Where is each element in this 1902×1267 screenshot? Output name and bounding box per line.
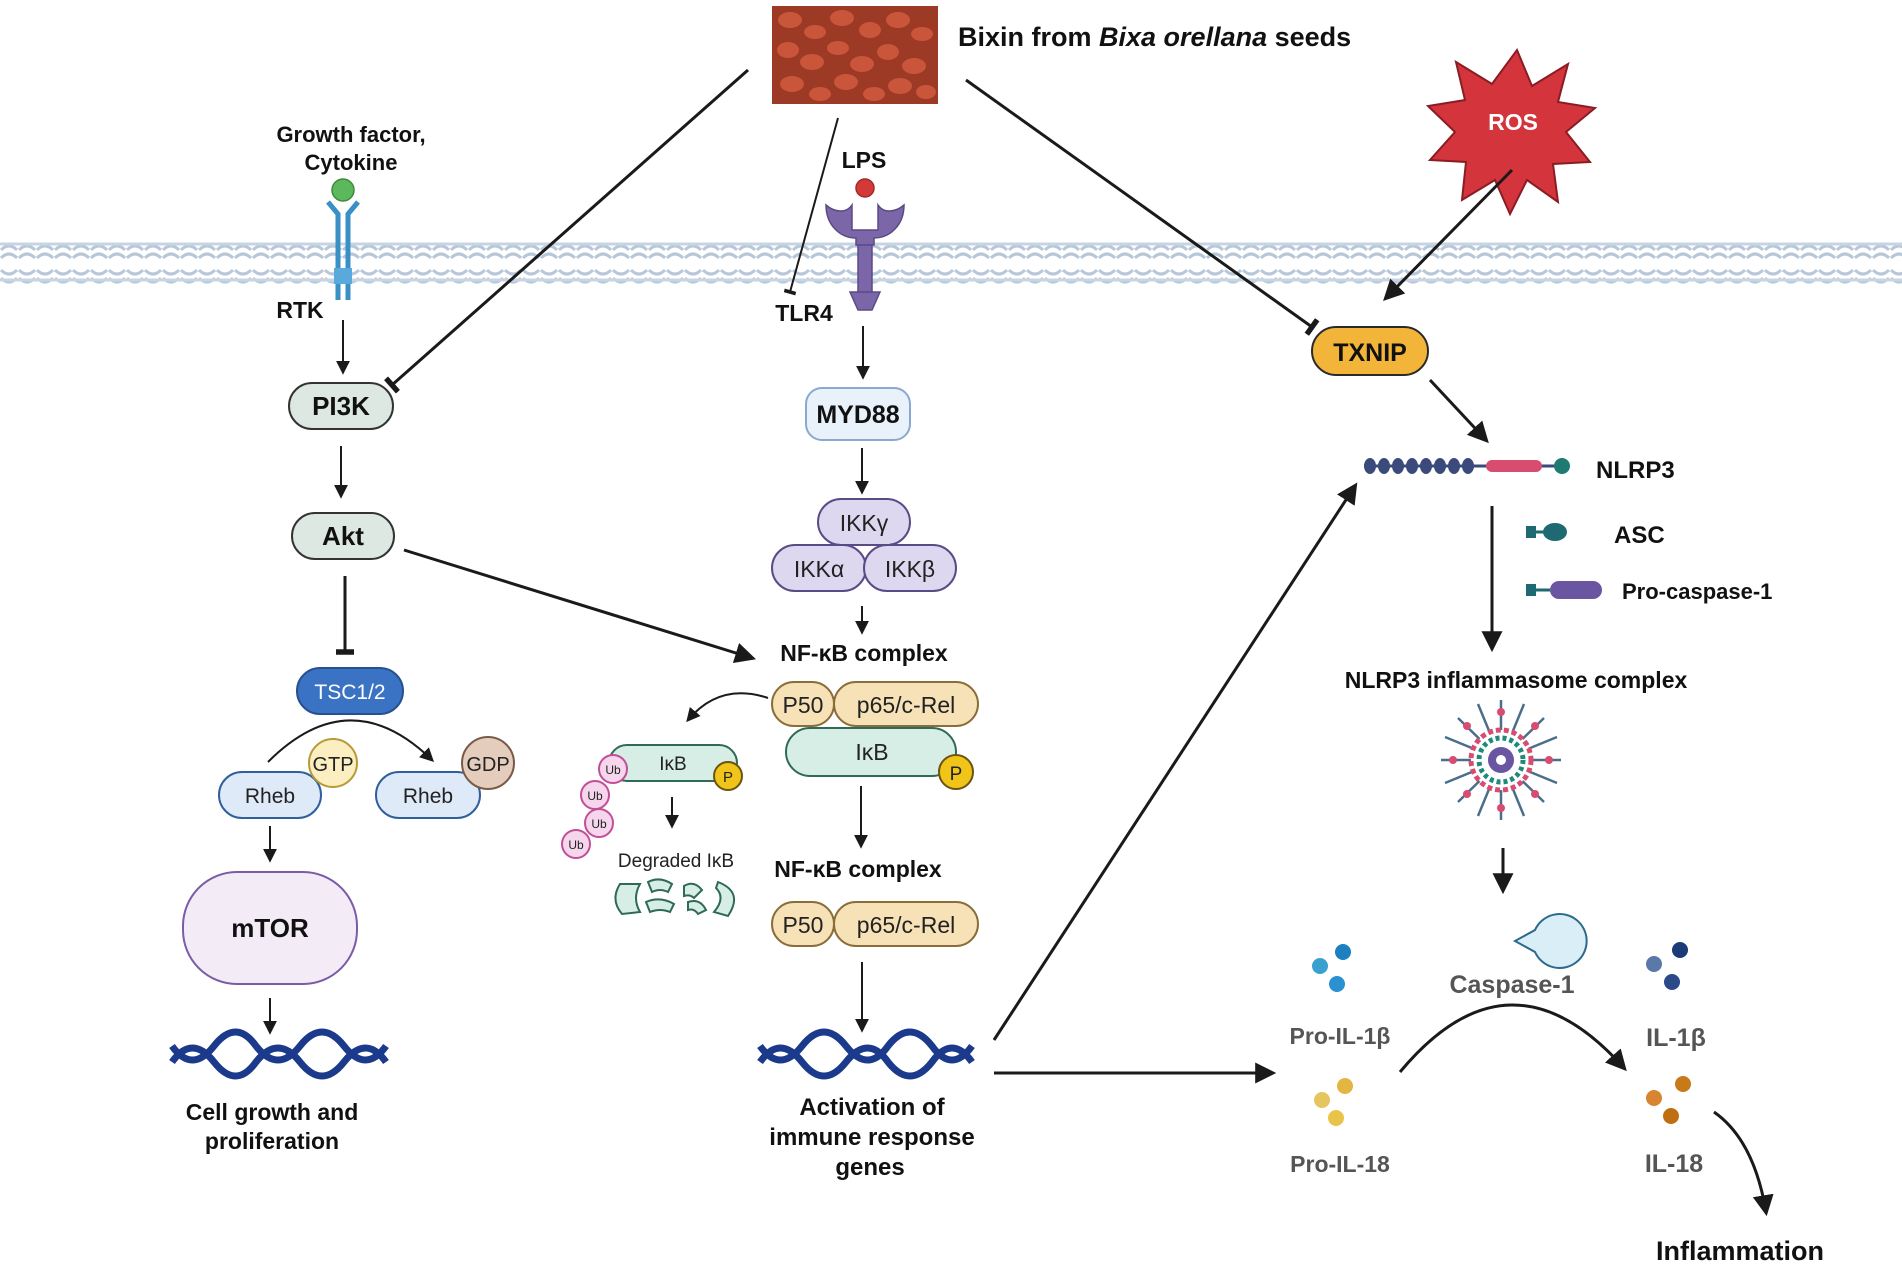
pro-il18-icon bbox=[1314, 1078, 1353, 1126]
growth-factor-ligand-icon bbox=[331, 178, 355, 202]
tsc-label: TSC1/2 bbox=[314, 681, 385, 704]
p65-1-label: p65/c-Rel bbox=[857, 692, 955, 718]
nfkb-ikb-complex: P50 p65/c-Rel IκB P bbox=[771, 681, 979, 790]
arrow-ros-txnip bbox=[1383, 168, 1514, 301]
arrow-akt-nfkb bbox=[403, 548, 757, 664]
title-suffix: seeds bbox=[1267, 22, 1351, 52]
rheb-gtp: Rheb GTP bbox=[218, 738, 358, 819]
procaspase-icon bbox=[1526, 581, 1602, 599]
nlrp3-label: NLRP3 bbox=[1596, 457, 1675, 484]
txnip-node: TXNIP bbox=[1311, 326, 1429, 376]
akt-label: Akt bbox=[322, 521, 364, 551]
arrow-caspase-cleavage bbox=[1398, 1003, 1627, 1073]
inhibit-bixin-txnip bbox=[965, 78, 1320, 336]
middle-outcome-3: genes bbox=[835, 1154, 904, 1181]
gtp-label: GTP bbox=[312, 754, 353, 776]
title-species: Bixa orellana bbox=[1099, 22, 1267, 52]
mtor-node: mTOR bbox=[182, 871, 358, 985]
inflammasome-complex-icon bbox=[1441, 700, 1561, 820]
il1b-label: IL-1β bbox=[1646, 1024, 1706, 1052]
il18-icon bbox=[1646, 1076, 1691, 1124]
procaspase-label: Pro-caspase-1 bbox=[1622, 579, 1772, 604]
left-outcome-2: proliferation bbox=[205, 1128, 339, 1154]
dna-left-icon bbox=[169, 1028, 389, 1080]
degraded-ikb-fragments-icon bbox=[614, 878, 736, 918]
p50-2-label: P50 bbox=[783, 912, 824, 938]
inflammasome-label: NLRP3 inflammasome complex bbox=[1345, 667, 1688, 693]
p-main-label: P bbox=[950, 764, 963, 785]
ikk-alpha-label: IKKα bbox=[794, 556, 844, 582]
ikb-side-label: IκB bbox=[659, 754, 686, 775]
inhibit-bixin-tlr4 bbox=[783, 117, 839, 296]
ub-label-3: Ub bbox=[591, 817, 607, 831]
caspase1-icon bbox=[1512, 913, 1588, 969]
tlr4-label: TLR4 bbox=[775, 300, 833, 326]
arrow-gtp-gdp bbox=[267, 719, 435, 763]
bixa-seeds-image bbox=[772, 6, 938, 104]
ikb-main-label: IκB bbox=[855, 739, 888, 765]
arrow-il18-inflammation bbox=[1713, 1110, 1774, 1217]
inflammation-label: Inflammation bbox=[1656, 1236, 1824, 1266]
nfkb-title-2: NF-κB complex bbox=[774, 856, 942, 882]
growth-factor-label-1: Growth factor, bbox=[276, 122, 425, 147]
ros-burst-icon: ROS bbox=[1425, 47, 1598, 217]
mtor-label: mTOR bbox=[231, 913, 309, 943]
pi3k-label: PI3K bbox=[312, 391, 370, 421]
rheb-a-label: Rheb bbox=[245, 785, 295, 808]
p65-2-label: p65/c-Rel bbox=[857, 912, 955, 938]
nfkb-active-complex: P50 p65/c-Rel bbox=[771, 901, 979, 947]
myd88-node: MYD88 bbox=[805, 387, 911, 441]
cell-membrane bbox=[0, 240, 1902, 284]
title-prefix: Bixin from bbox=[958, 22, 1099, 52]
pro-il1b-label: Pro-IL-1β bbox=[1290, 1023, 1391, 1049]
growth-factor-label-2: Cytokine bbox=[305, 150, 398, 175]
pro-il1b-icon bbox=[1312, 944, 1351, 992]
p50-1-label: P50 bbox=[783, 692, 824, 718]
rtk-label: RTK bbox=[276, 297, 324, 323]
middle-outcome-2: immune response bbox=[769, 1124, 974, 1151]
ikk-complex: IKKγ IKKα IKKβ bbox=[771, 498, 957, 592]
arrow-txnip-nlrp3 bbox=[1428, 378, 1489, 444]
ros-label: ROS bbox=[1488, 109, 1538, 135]
ub-label-4: Ub bbox=[568, 838, 584, 852]
nfkb-title-1: NF-κB complex bbox=[780, 640, 948, 666]
ub-label-1: Ub bbox=[605, 763, 621, 777]
il18-label: IL-18 bbox=[1645, 1150, 1703, 1178]
lps-label: LPS bbox=[842, 147, 887, 173]
p-side-label: P bbox=[723, 769, 733, 786]
arrow-ikb-release bbox=[686, 692, 769, 723]
dna-middle-icon bbox=[757, 1028, 975, 1080]
myd88-label: MYD88 bbox=[816, 401, 899, 429]
arrow-genes-nlrp3 bbox=[992, 482, 1358, 1041]
tsc-node: TSC1/2 bbox=[296, 667, 404, 715]
figure-title: Bixin from Bixa orellana seeds bbox=[958, 22, 1351, 52]
il1b-icon bbox=[1646, 942, 1688, 990]
ikk-gamma-label: IKKγ bbox=[840, 510, 889, 536]
middle-outcome-1: Activation of bbox=[799, 1094, 945, 1121]
lps-ligand-icon bbox=[855, 178, 875, 198]
ub-label-2: Ub bbox=[587, 789, 603, 803]
pro-il18-label: Pro-IL-18 bbox=[1290, 1151, 1390, 1177]
caspase1-label: Caspase-1 bbox=[1449, 971, 1574, 999]
inhibit-bixin-pi3k bbox=[384, 68, 749, 394]
tlr4-receptor-icon bbox=[825, 202, 905, 311]
rtk-receptor-icon bbox=[326, 200, 360, 300]
rheb-gdp: Rheb GDP bbox=[375, 736, 515, 819]
nlrp3-icon bbox=[1364, 458, 1570, 474]
akt-node: Akt bbox=[291, 512, 395, 560]
degraded-ikb-label: Degraded IκB bbox=[618, 851, 734, 872]
left-outcome-1: Cell growth and bbox=[186, 1099, 359, 1125]
rheb-b-label: Rheb bbox=[403, 785, 453, 808]
pi3k-node: PI3K bbox=[288, 382, 394, 430]
ikk-beta-label: IKKβ bbox=[885, 556, 935, 582]
asc-label: ASC bbox=[1614, 522, 1665, 549]
asc-icon bbox=[1526, 523, 1567, 541]
gdp-label: GDP bbox=[466, 754, 509, 776]
ikb-ubiquitination: IκB P Ub Ub Ub Ub bbox=[561, 744, 743, 859]
txnip-label: TXNIP bbox=[1333, 339, 1407, 367]
